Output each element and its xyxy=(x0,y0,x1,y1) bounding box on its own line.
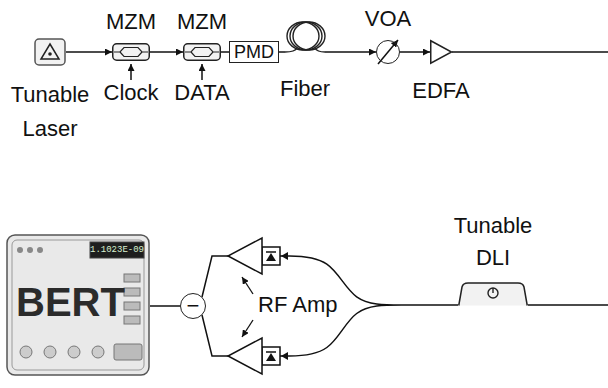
node-text: VOA xyxy=(365,6,411,31)
fiber-spool-outline xyxy=(285,20,325,54)
component-name: RF Amp xyxy=(258,292,337,317)
node-text: 1.1023E-09 xyxy=(90,242,144,258)
voa-arrow xyxy=(378,40,398,64)
fiber-connector xyxy=(325,51,376,53)
fiber-connector xyxy=(202,256,458,356)
fiber-connector xyxy=(400,51,430,53)
node-text: Fiber xyxy=(280,76,330,101)
photodiode-symbol xyxy=(262,247,288,265)
bert-instrument: 1.1023E-09BERT xyxy=(6,234,150,376)
node-text: Tunable Laser xyxy=(5,78,95,146)
fiber-spool: Fiber xyxy=(285,20,325,54)
fiber-connector xyxy=(452,52,608,305)
node-text: MZM xyxy=(106,9,156,34)
node-text: Tunable DLI xyxy=(448,210,538,274)
fiber-connector xyxy=(66,51,112,53)
process-box: PMD xyxy=(229,41,279,63)
amplifier-triangle: EDFA xyxy=(430,40,452,64)
fiber-connector xyxy=(150,51,183,53)
leader-arrow xyxy=(242,277,253,294)
photodiode-symbol xyxy=(262,347,288,365)
amplifier-symbol xyxy=(228,238,262,274)
signal-name: Clock xyxy=(103,80,158,105)
fiber-connector xyxy=(279,51,285,53)
amplifier-triangle-outline xyxy=(430,40,452,64)
attenuator-circle: VOA xyxy=(376,40,400,64)
data-arrow xyxy=(201,64,203,80)
interferometer-box: Tunable DLI xyxy=(458,282,528,306)
node-text: MZM xyxy=(177,9,227,34)
interferometer-box-outline xyxy=(458,282,528,306)
amplifier-symbol xyxy=(228,338,262,374)
laser-source: Tunable Laser xyxy=(34,38,66,66)
fiber-connector xyxy=(150,305,180,307)
clock-arrow xyxy=(130,64,132,80)
fiber-connector xyxy=(221,51,229,53)
node-text: BERT xyxy=(16,280,125,324)
subtractor-circle: − xyxy=(180,293,206,319)
modulator-box: MZM xyxy=(112,43,150,61)
modulator-box-outline xyxy=(112,43,150,61)
modulator-box: MZM xyxy=(183,43,221,61)
laser-source-outline xyxy=(34,38,66,66)
node-text: − xyxy=(187,295,200,317)
leader-arrow xyxy=(242,320,253,337)
node-text: EDFA xyxy=(412,78,469,103)
modulator-box-outline xyxy=(183,43,221,61)
signal-name: DATA xyxy=(174,80,229,105)
node-text: PMD xyxy=(234,43,274,61)
